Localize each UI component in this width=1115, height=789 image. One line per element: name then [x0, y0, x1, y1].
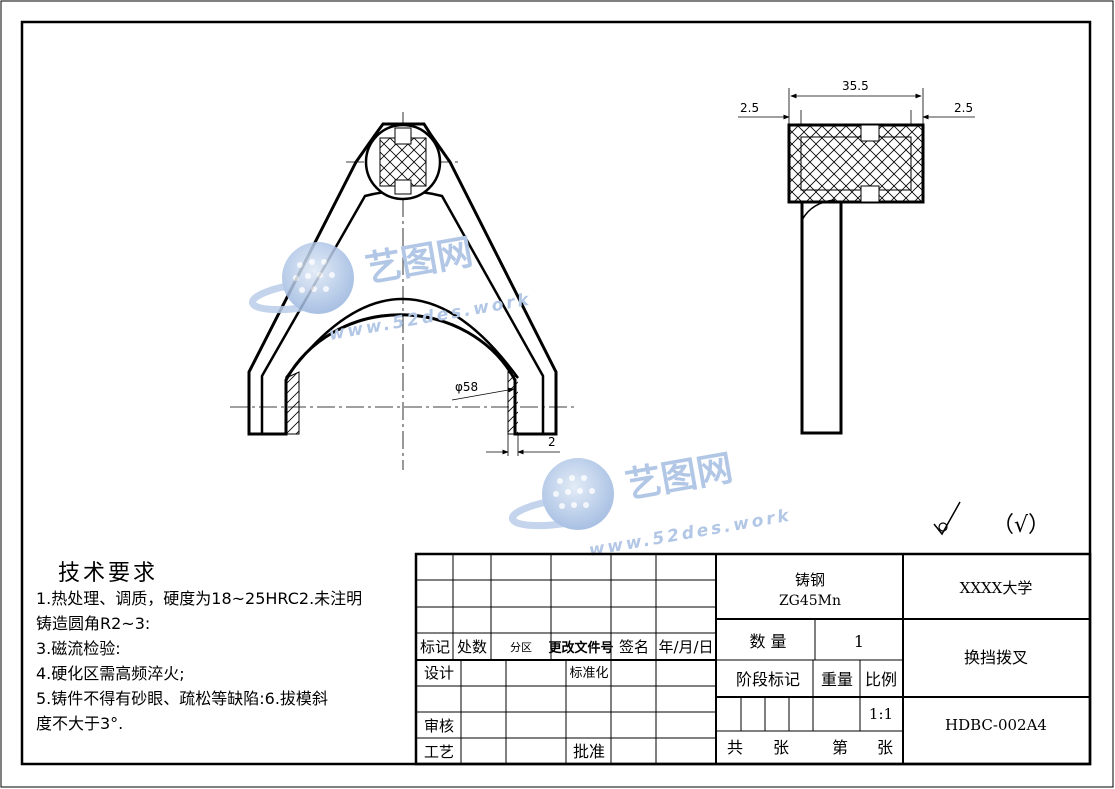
material-grade: ZG45Mn	[779, 593, 841, 609]
total-sheets-label: 共	[727, 738, 743, 757]
watermark-logo-1	[248, 242, 354, 314]
page-label: 第	[832, 738, 848, 757]
note-line-2: 铸造圆角R2~3:	[36, 614, 151, 633]
width-dim: 35.5	[842, 79, 869, 93]
process-label: 工艺	[424, 743, 454, 761]
note-line-4: 4.硬化区需高频淬火;	[36, 664, 185, 683]
rev-sign-label: 签名	[619, 638, 649, 656]
rev-count-label: 处数	[457, 638, 487, 656]
sheet-label-2: 张	[877, 738, 893, 757]
watermark-brand-2: 艺图网	[622, 448, 735, 507]
quantity-value: 1	[854, 632, 864, 651]
quantity-label: 数 量	[749, 632, 786, 651]
notes-title: 技术要求	[58, 561, 159, 586]
front-view	[230, 112, 578, 470]
review-label: 审核	[424, 717, 454, 735]
side-view	[738, 88, 975, 435]
rev-zone-label: 分区	[510, 641, 532, 654]
standard-label: 标准化	[569, 666, 608, 681]
approve-label: 批准	[573, 742, 605, 761]
note-line-5: 5.铸件不得有砂眼、疏松等缺陷:6.拔模斜	[36, 689, 328, 708]
bore-diameter-dim: φ58	[455, 380, 478, 394]
scale-label: 比例	[865, 670, 897, 689]
leg-thickness-dim: 2	[548, 435, 556, 449]
note-line-6: 度不大于3°.	[36, 714, 124, 733]
right-offset-dim: 2.5	[954, 101, 973, 115]
design-label: 设计	[424, 664, 454, 682]
note-line-3: 3.磁流检验:	[36, 639, 121, 658]
watermark-url-1: www.52des.work	[327, 290, 533, 345]
watermark-logo-2	[508, 458, 614, 530]
material-name: 铸钢	[795, 571, 825, 589]
sheet-label-1: 张	[773, 738, 789, 757]
watermark-url-2: www.52des.work	[587, 506, 793, 561]
note-line-1: 1.热处理、调质，硬度为18~25HRC2.未注明	[36, 589, 363, 608]
weight-label: 重量	[821, 670, 853, 689]
stage-label: 阶段标记	[736, 670, 800, 689]
left-offset-dim: 2.5	[740, 101, 759, 115]
rev-doc-label: 更改文件号	[548, 640, 613, 656]
watermark-brand-1: 艺图网	[362, 232, 475, 291]
roughness-symbol-icon	[933, 501, 961, 536]
rev-date-label: 年/月/日	[658, 638, 713, 656]
title-block	[414, 552, 1092, 766]
rev-mark-label: 标记	[420, 638, 450, 656]
scale-value: 1:1	[869, 705, 893, 723]
school-name: XXXX大学	[960, 579, 1033, 597]
part-name: 换挡拨叉	[964, 648, 1028, 667]
roughness-general: （√）	[992, 513, 1050, 538]
drawing-number: HDBC-002A4	[945, 716, 1047, 734]
